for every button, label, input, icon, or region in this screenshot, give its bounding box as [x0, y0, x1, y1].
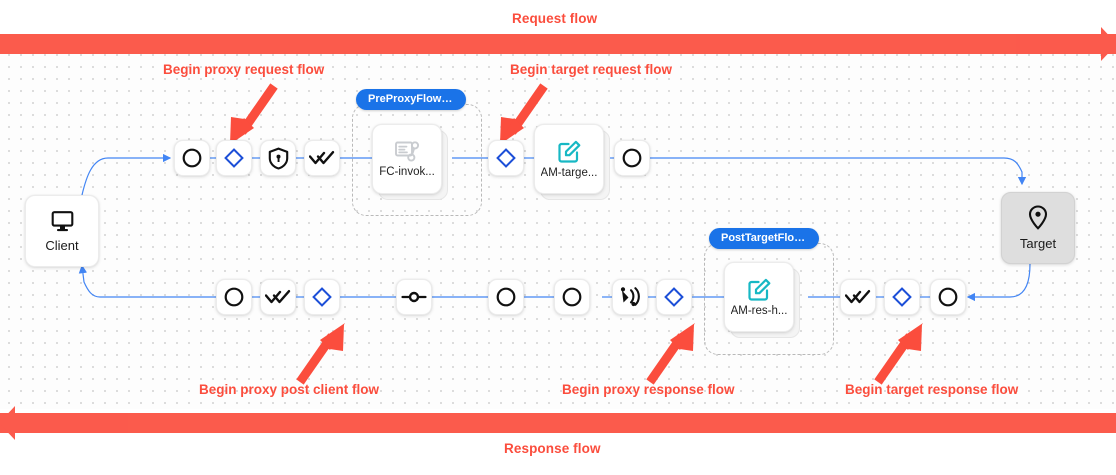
- flow-callout-icon: [394, 139, 420, 163]
- client-endpoint-node[interactable]: Client: [25, 195, 99, 267]
- posttargetflow-group-chip[interactable]: PostTargetFlow...: [709, 228, 819, 249]
- node-req-diamond-2[interactable]: [488, 140, 524, 176]
- policy-card-am-res-h[interactable]: AM-res-h...: [724, 262, 794, 332]
- callout-arrow-proxy-request: [229, 83, 278, 145]
- node-res-diamond-2[interactable]: [656, 279, 692, 315]
- client-endpoint-label: Client: [45, 237, 79, 253]
- callout-begin-proxy-post-client-flow: Begin proxy post client flow: [199, 382, 380, 397]
- circle-icon: [495, 286, 517, 308]
- node-res-end[interactable]: [930, 279, 966, 315]
- diamond-icon: [891, 286, 913, 308]
- request-flow-bar: [0, 27, 1116, 61]
- node-res-start[interactable]: [216, 279, 252, 315]
- node-link-icon: [401, 290, 427, 304]
- node-res-circle-2[interactable]: [488, 279, 524, 315]
- response-flow-bar: [0, 406, 1116, 440]
- callout-arrow-post-client: [296, 323, 345, 385]
- diamond-icon: [663, 286, 685, 308]
- circle-icon: [223, 286, 245, 308]
- diamond-icon: [223, 147, 245, 169]
- callout-begin-proxy-request-flow: Begin proxy request flow: [163, 62, 325, 77]
- double-check-icon: [845, 289, 871, 305]
- node-res-diamond-3[interactable]: [884, 279, 920, 315]
- policy-card-fc-invoke-label: FC-invok...: [379, 166, 435, 179]
- circle-icon: [181, 147, 203, 169]
- policy-card-am-target-label: AM-targe...: [540, 166, 598, 179]
- callout-arrow-target-request: [499, 83, 548, 145]
- response-flow-label: Response flow: [504, 441, 601, 456]
- callout-arrow-proxy-response: [646, 323, 695, 385]
- request-flow-label: Request flow: [512, 11, 598, 26]
- node-req-start[interactable]: [174, 140, 210, 176]
- node-res-checks-1[interactable]: [260, 279, 296, 315]
- diamond-icon: [495, 147, 517, 169]
- callout-begin-target-request-flow: Begin target request flow: [510, 62, 673, 77]
- node-res-checks-2[interactable]: [840, 279, 876, 315]
- broadcast-icon: [619, 286, 642, 308]
- assign-message-icon: [557, 139, 582, 164]
- circle-icon: [621, 147, 643, 169]
- policy-card-fc-invoke[interactable]: FC-invok...: [372, 124, 442, 194]
- shield-lock-icon: [268, 147, 289, 170]
- node-res-diamond-1[interactable]: [304, 279, 340, 315]
- double-check-icon: [309, 150, 335, 166]
- assign-message-icon: [747, 277, 772, 302]
- preproxyflow-group-chip[interactable]: PreProxyFlowH...: [356, 89, 466, 110]
- node-res-link[interactable]: [396, 279, 432, 315]
- callout-arrow-target-response: [874, 323, 923, 385]
- circle-icon: [937, 286, 959, 308]
- policy-card-am-target[interactable]: AM-targe...: [534, 124, 604, 194]
- callout-begin-proxy-response-flow: Begin proxy response flow: [562, 382, 735, 397]
- node-res-broadcast[interactable]: [612, 279, 648, 315]
- node-req-checks-1[interactable]: [304, 140, 340, 176]
- node-req-end[interactable]: [614, 140, 650, 176]
- circle-icon: [561, 286, 583, 308]
- target-endpoint-node[interactable]: Target: [1001, 192, 1075, 264]
- request-flow-arrowhead: [1101, 27, 1116, 61]
- response-flow-arrowhead: [0, 406, 15, 440]
- diamond-icon: [311, 286, 333, 308]
- node-req-shield[interactable]: [260, 140, 296, 176]
- node-res-circle-3[interactable]: [554, 279, 590, 315]
- node-req-diamond-1[interactable]: [216, 140, 252, 176]
- location-pin-icon: [1028, 205, 1048, 230]
- target-endpoint-label: Target: [1019, 236, 1057, 251]
- double-check-icon: [265, 289, 291, 305]
- grid-background: [0, 46, 1116, 409]
- monitor-icon: [50, 210, 75, 232]
- policy-card-am-res-h-label: AM-res-h...: [730, 304, 788, 317]
- callout-begin-target-response-flow: Begin target response flow: [845, 382, 1019, 397]
